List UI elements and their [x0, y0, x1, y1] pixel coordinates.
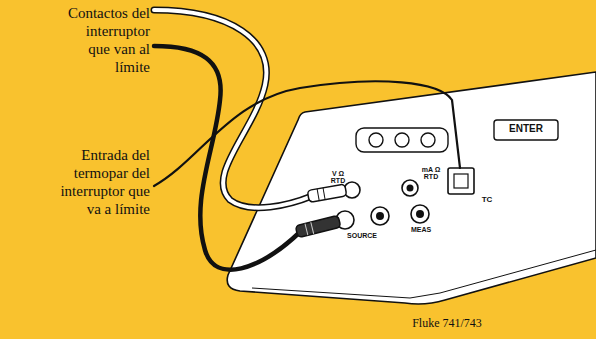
- button: [395, 133, 409, 147]
- key-label: ENTER: [494, 124, 558, 135]
- thermocouple-wire: [154, 81, 460, 186]
- plug-grip: [323, 188, 325, 200]
- jack-label: SOURCE: [342, 232, 382, 239]
- input-jack: [402, 180, 418, 196]
- calibrator-body: [227, 72, 596, 304]
- model-caption: Fluke 741/743: [392, 316, 502, 330]
- button: [369, 133, 383, 147]
- white-plug: [307, 184, 347, 202]
- plug-grip: [311, 222, 314, 234]
- source-jack: [371, 207, 389, 225]
- body-edge: [252, 250, 596, 298]
- button-panel: [356, 128, 448, 152]
- black-plug: [295, 215, 341, 237]
- jack-label: TC: [478, 196, 496, 204]
- jack-label: mA Ω RTD: [420, 166, 442, 181]
- jack-hole: [416, 210, 424, 218]
- wire-outline: [154, 10, 312, 208]
- meas-jack: [411, 205, 429, 223]
- jack-hole: [376, 212, 384, 220]
- plug-body: [295, 215, 341, 237]
- tc-socket: [454, 174, 468, 188]
- jack-label: MEAS: [406, 226, 436, 233]
- jack-label: V Ω RTD: [328, 170, 348, 185]
- button: [421, 133, 435, 147]
- enter-key: [494, 120, 558, 140]
- callout-label: Entrada del termopar del interruptor que…: [54, 146, 150, 218]
- plug-grip: [305, 224, 308, 236]
- white-wire: [154, 10, 312, 208]
- plug-grip: [317, 189, 319, 201]
- tc-connector: [448, 168, 474, 194]
- black-wire: [154, 46, 300, 270]
- callout-label: Contactos del interruptor que van al lím…: [64, 4, 150, 76]
- jack-hole: [407, 185, 414, 192]
- plug-body: [307, 184, 347, 202]
